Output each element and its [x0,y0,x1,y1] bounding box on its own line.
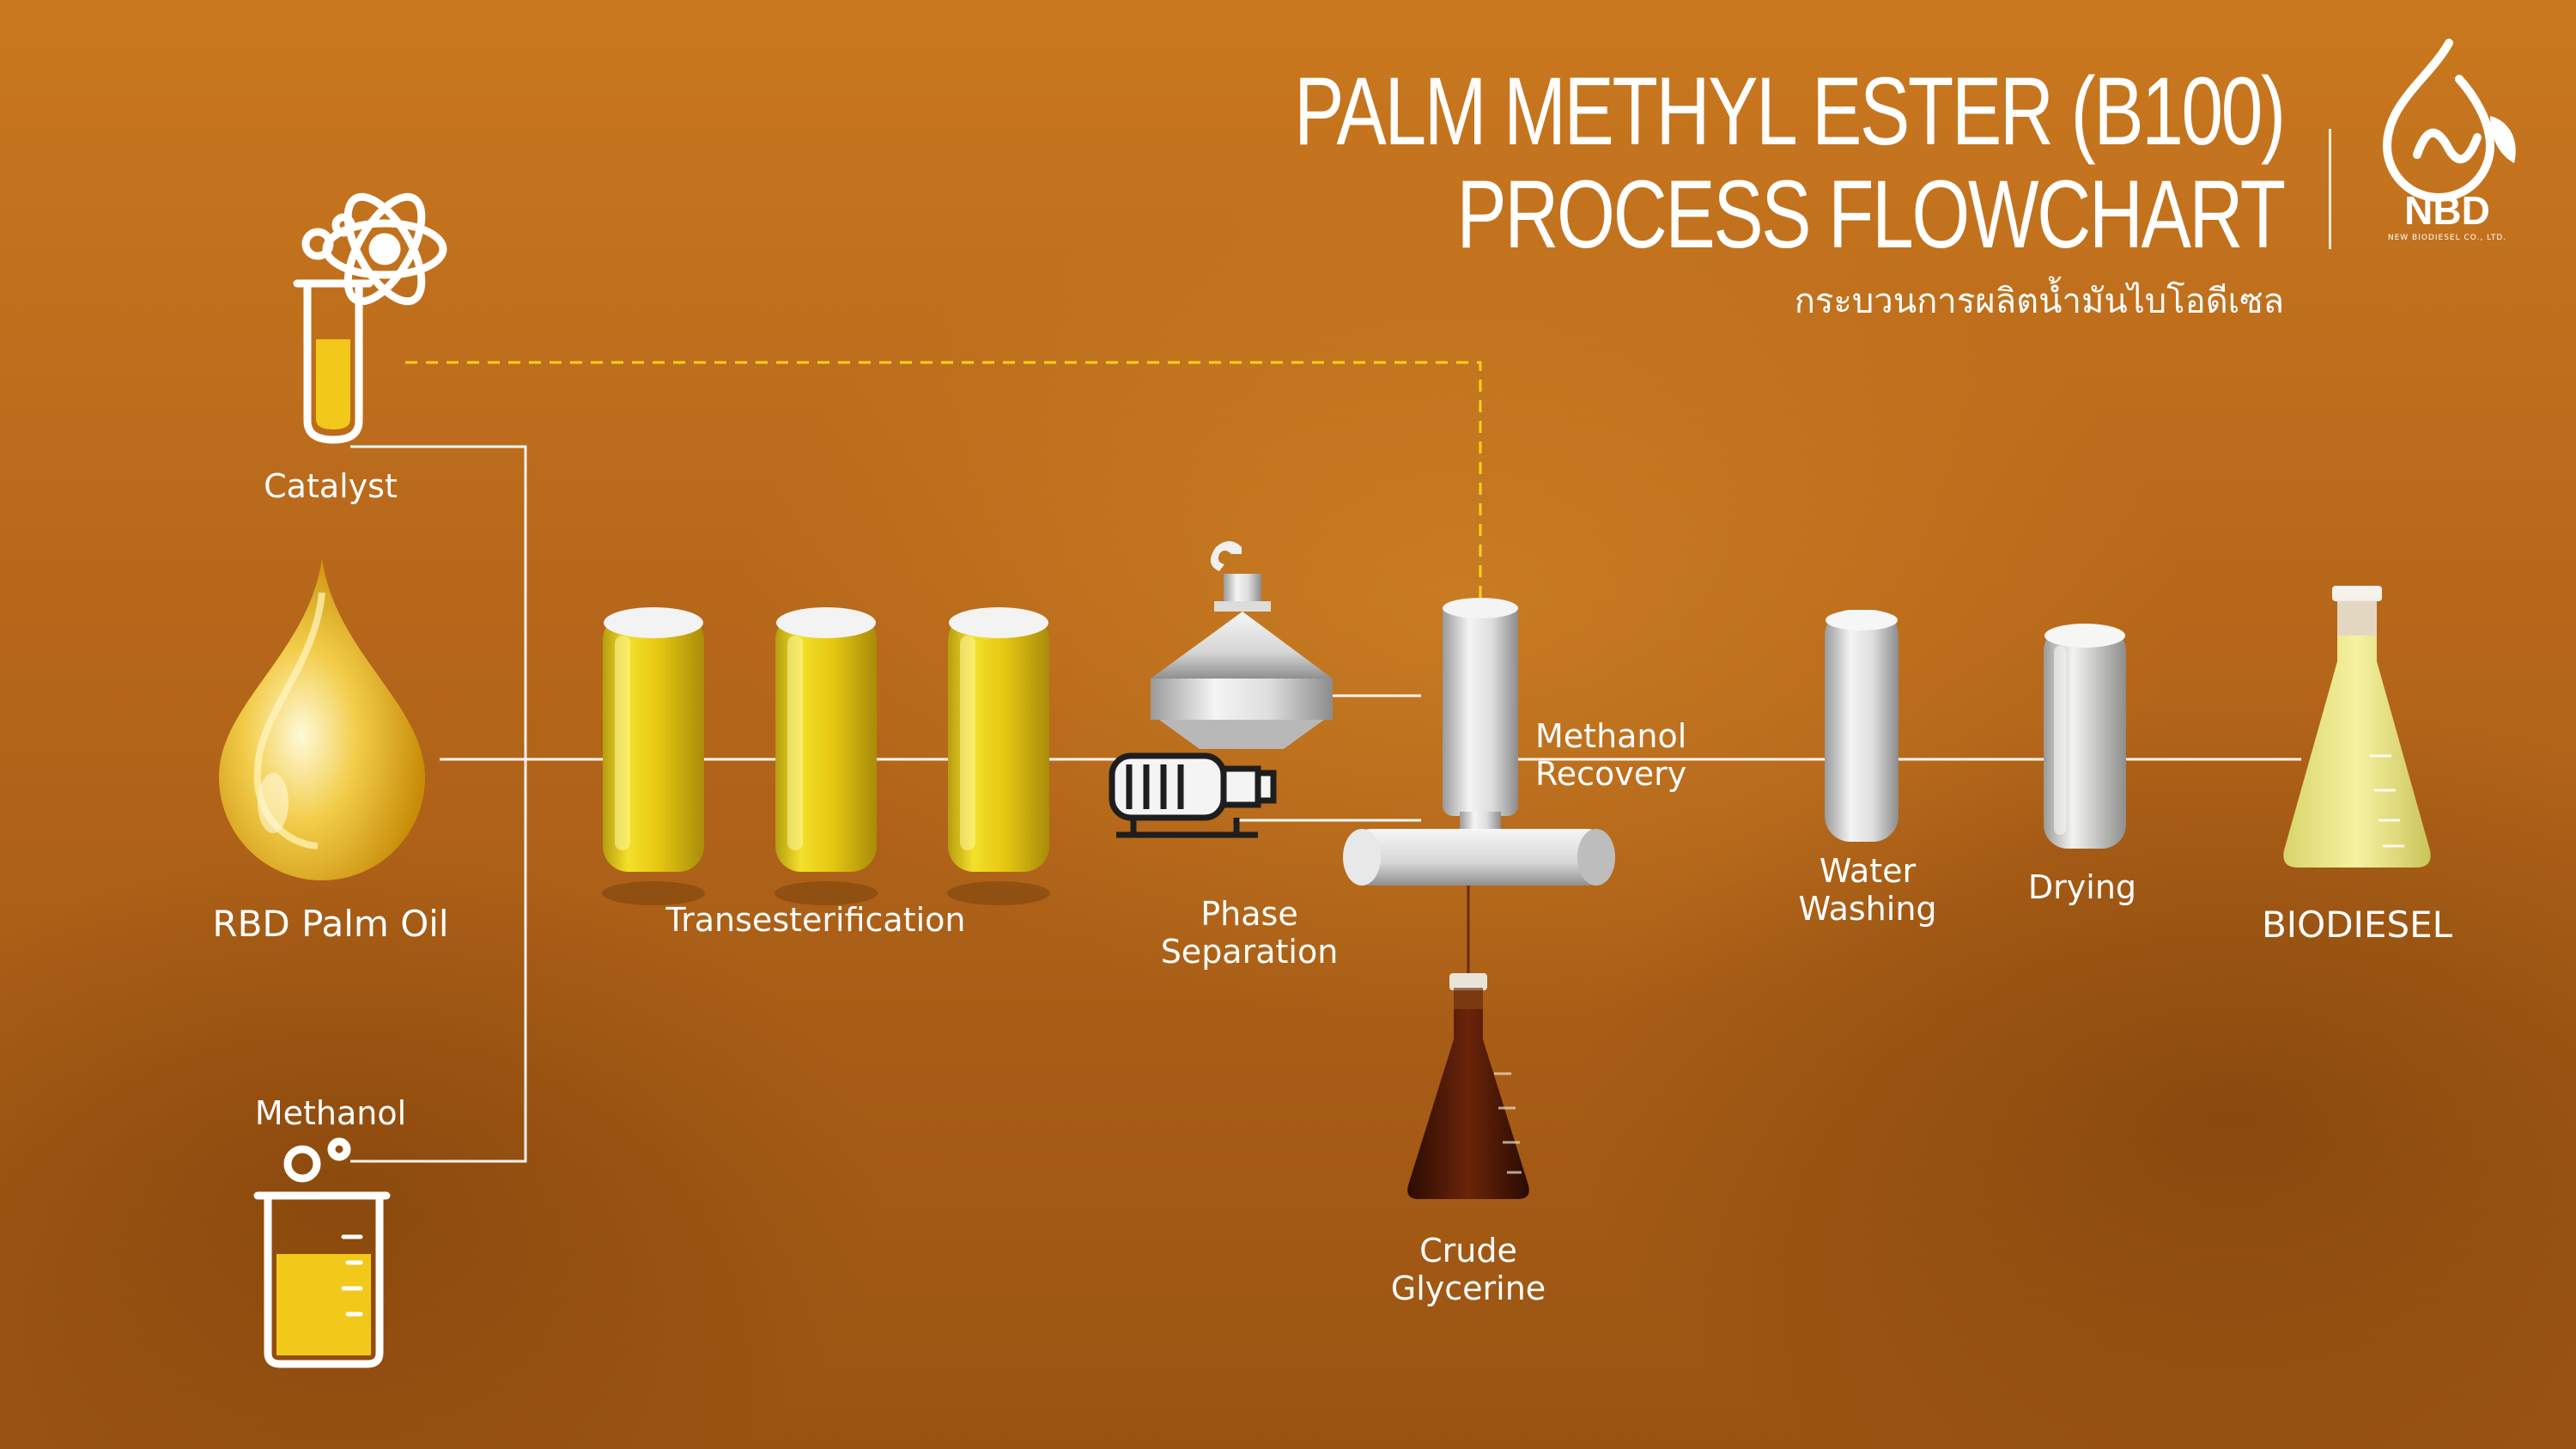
methanol-line [350,759,527,1163]
phase-separation-label: Phase Separation [1160,895,1339,971]
glycerine-separation-tank [1343,829,1615,886]
catalyst-recycle-dashed-line [405,361,1482,601]
methanol-beaker-icon [253,1137,391,1368]
page-title-line2: PROCESS FLOWCHART [1456,161,2287,268]
palm-oil-label: RBD Palm Oil [212,903,449,945]
methanol-recovery-label: Methanol Recovery [1535,717,1687,793]
drying-label: Drying [2027,868,2137,906]
transesterification-label: Transesterification [665,901,966,939]
water-washing-cylinder [1825,610,1899,842]
methanol-recovery-column [1443,598,1518,837]
catalyst-label: Catalyst [264,467,398,505]
biodiesel-label: BIODIESEL [2261,904,2453,946]
reactor-tube-3 [947,607,1050,905]
water-washing-label: Water Washing [1798,852,1937,928]
reactor-tube-1 [602,607,705,905]
nbd-logo-icon [2382,39,2516,202]
page-title-line1: PALM METHYL ESTER (B100) [1294,58,2286,165]
palm-oil-drop-icon [219,558,425,880]
crude-glycerine-flask-icon [1407,973,1529,1199]
centrifuge-separator-icon [1109,541,1333,838]
title-block: PALM METHYL ESTER (B100) PROCESS FLOWCHA… [1015,58,2287,328]
crude-glycerine-label: Crude Glycerine [1390,1232,1546,1307]
methanol-label: Methanol [254,1094,407,1132]
drying-tube [2044,624,2126,849]
catalyst-icon [293,192,447,444]
logo-subtext: NEW BIODIESEL CO., LTD. [2387,234,2507,242]
logo-text: NBD [2404,188,2490,233]
reactor-tube-2 [775,607,878,905]
biodiesel-flask-icon [2283,586,2431,868]
title-divider [2329,129,2331,249]
catalyst-line [350,445,527,759]
page-subtitle-thai: กระบวนการผลิตน้ำมันไบโอดีเซล [1794,282,2284,321]
transesterification-tubes [602,607,1050,905]
